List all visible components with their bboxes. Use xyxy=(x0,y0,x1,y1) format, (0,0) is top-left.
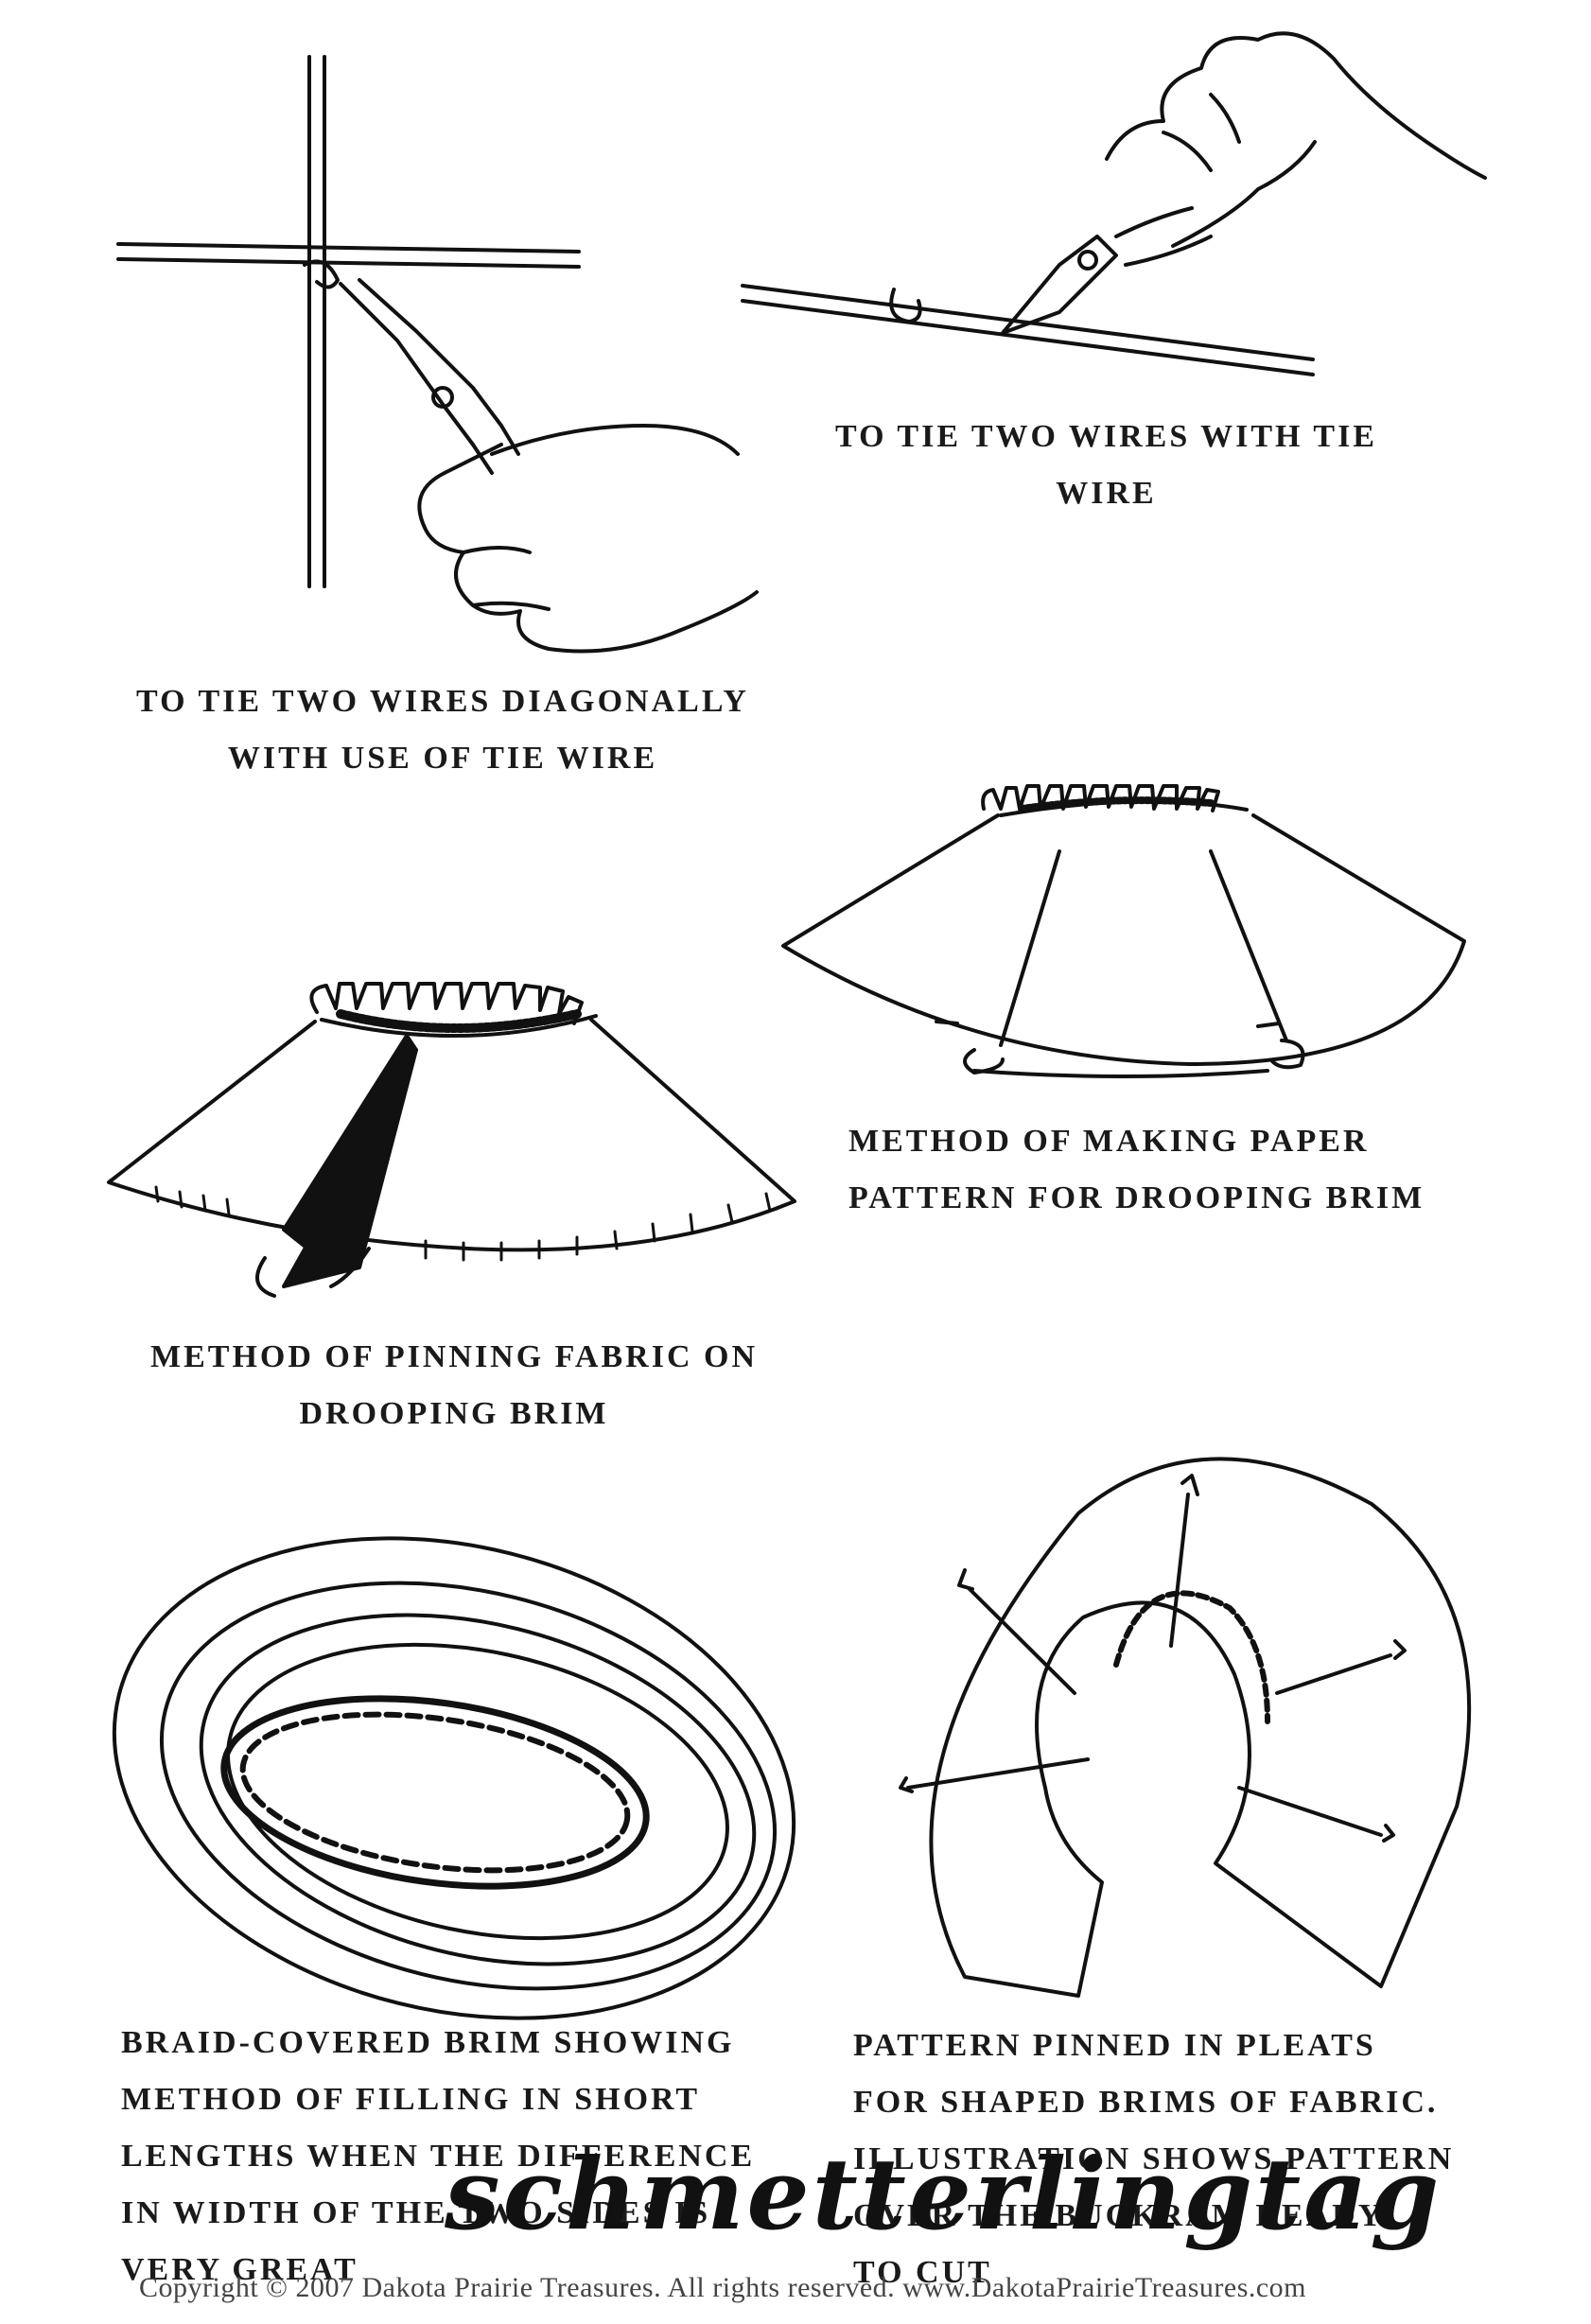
caption-line: METHOD OF FILLING IN SHORT xyxy=(121,2082,701,2117)
caption-pinning-fabric: METHOD OF PINNING FABRIC ON DROOPING BRI… xyxy=(132,1329,776,1442)
caption-line: WIRE xyxy=(1056,476,1157,511)
fig-pleats-illustration xyxy=(899,1457,1472,1998)
caption-braid-brim: BRAID-COVERED BRIM SHOWING METHOD OF FIL… xyxy=(121,2015,755,2298)
caption-line: ILLUSTRATION SHOWS PATTERN xyxy=(853,2141,1455,2176)
fig-tie-two-illustration xyxy=(741,31,1487,376)
caption-line: WITH USE OF TIE WIRE xyxy=(227,741,658,776)
caption-tie-diagonal: TO TIE TWO WIRES DIAGONALLY WITH USE OF … xyxy=(131,673,755,787)
fig-pinning-fabric-illustration xyxy=(107,982,796,1298)
caption-pleats: PATTERN PINNED IN PLEATS FOR SHAPED BRIM… xyxy=(853,2018,1454,2301)
fig-tie-diagonal-illustration xyxy=(116,55,759,654)
caption-line: OVER THE BUCKRAM READY xyxy=(853,2198,1385,2233)
caption-line: TO TIE TWO WIRES DIAGONALLY xyxy=(136,684,749,719)
caption-line: FOR SHAPED BRIMS OF FABRIC. xyxy=(853,2085,1439,2120)
caption-line: IN WIDTH OF THE TWO SIDES IS xyxy=(121,2195,711,2230)
caption-line: TO CUT xyxy=(853,2255,992,2290)
caption-line: METHOD OF PINNING FABRIC ON xyxy=(150,1339,758,1374)
caption-line: LENGTHS WHEN THE DIFFERENCE xyxy=(121,2139,756,2174)
caption-line: VERY GREAT xyxy=(121,2252,358,2287)
caption-line: DROOPING BRIM xyxy=(299,1396,609,1431)
caption-line: PATTERN PINNED IN PLEATS xyxy=(853,2028,1376,2063)
caption-line: TO TIE TWO WIRES WITH TIE xyxy=(835,419,1377,454)
copyright-notice: Copyright © 2007 Dakota Prairie Treasure… xyxy=(139,2272,1307,2303)
caption-tie-two: TO TIE TWO WIRES WITH TIE WIRE xyxy=(815,409,1397,522)
watermark: schmetterlingtag xyxy=(445,2136,1442,2252)
caption-line: METHOD OF MAKING PAPER xyxy=(848,1124,1370,1159)
caption-line: BRAID-COVERED BRIM SHOWING xyxy=(121,2025,735,2060)
fig-braid-brim-illustration xyxy=(112,1536,796,2020)
caption-paper-pattern: METHOD OF MAKING PAPER PATTERN FOR DROOP… xyxy=(848,1113,1425,1227)
fig-paper-pattern-illustration xyxy=(781,784,1466,1078)
caption-line: PATTERN FOR DROOPING BRIM xyxy=(848,1180,1425,1215)
